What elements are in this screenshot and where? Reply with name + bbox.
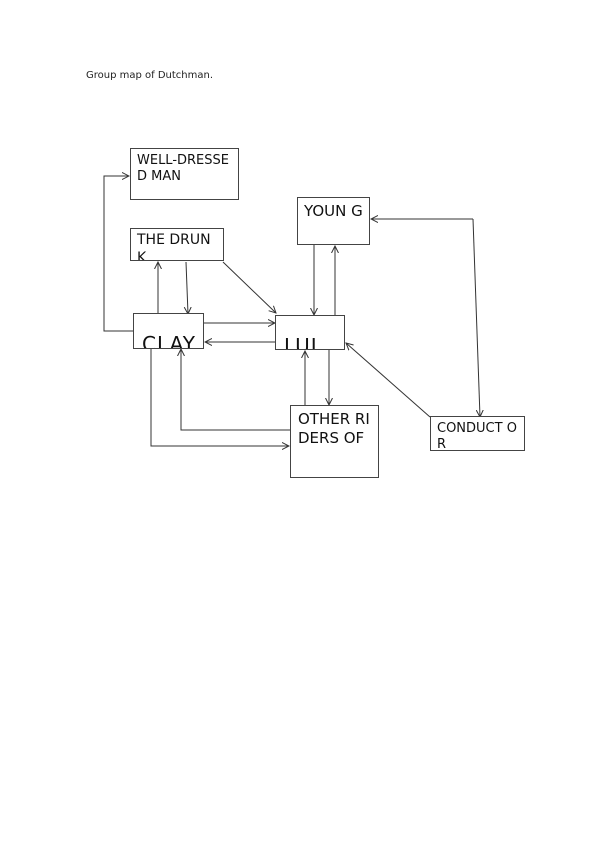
arrow-clay-to-well-dressed-man — [103, 176, 133, 332]
clay-label: CLAY — [142, 332, 196, 349]
clay-box: CLAY — [133, 313, 204, 349]
other-riders-label: OTHER RIDERS OF — [298, 410, 370, 447]
arrow-other-riders-to-clay — [181, 349, 291, 431]
the-drunk-label: THE DRUNK — [137, 232, 211, 261]
well-dressed-man-label: WELL-DRESSED MAN — [137, 153, 229, 185]
arrow-drunk-to-clay — [186, 261, 188, 314]
arrow-clay-to-other-riders — [150, 349, 289, 446]
conductor-label: CONDUCT OR — [437, 421, 517, 451]
well-dressed-man-box: WELL-DRESSED MAN — [130, 148, 239, 200]
arrow-young-conductor-link — [472, 218, 480, 417]
the-drunk-box: THE DRUNK — [130, 228, 224, 261]
lula-box: LULA — [275, 315, 345, 350]
other-riders-box: OTHER RIDERS OF — [290, 405, 379, 478]
arrow-conductor-to-lula — [346, 343, 431, 418]
young-box: YOUN G — [297, 197, 370, 245]
page-title: Group map of Dutchman. — [86, 70, 214, 81]
conductor-box: CONDUCT OR — [430, 416, 525, 451]
arrow-drunk-to-lula — [222, 261, 276, 313]
lula-label: LULA — [284, 334, 323, 350]
young-label: YOUN G — [304, 202, 363, 220]
